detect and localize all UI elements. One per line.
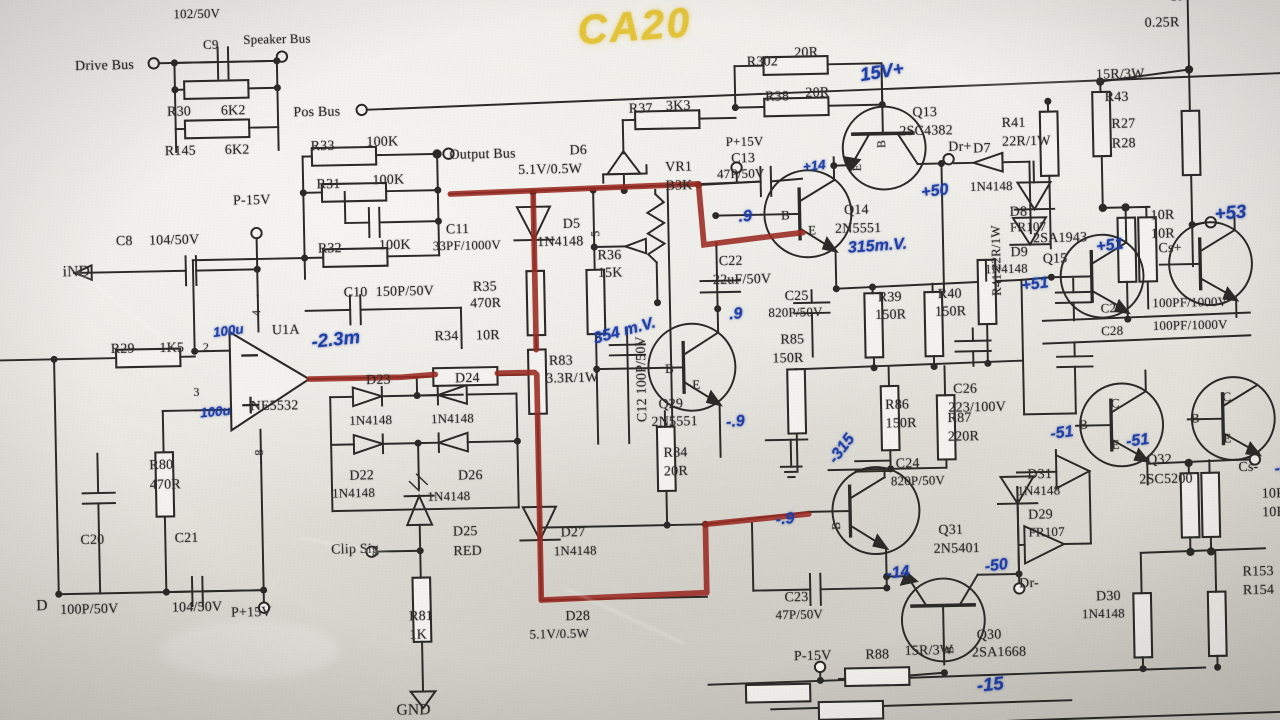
photo-smudge-2 (900, 20, 1120, 90)
photo-smudge-1 (160, 620, 340, 680)
